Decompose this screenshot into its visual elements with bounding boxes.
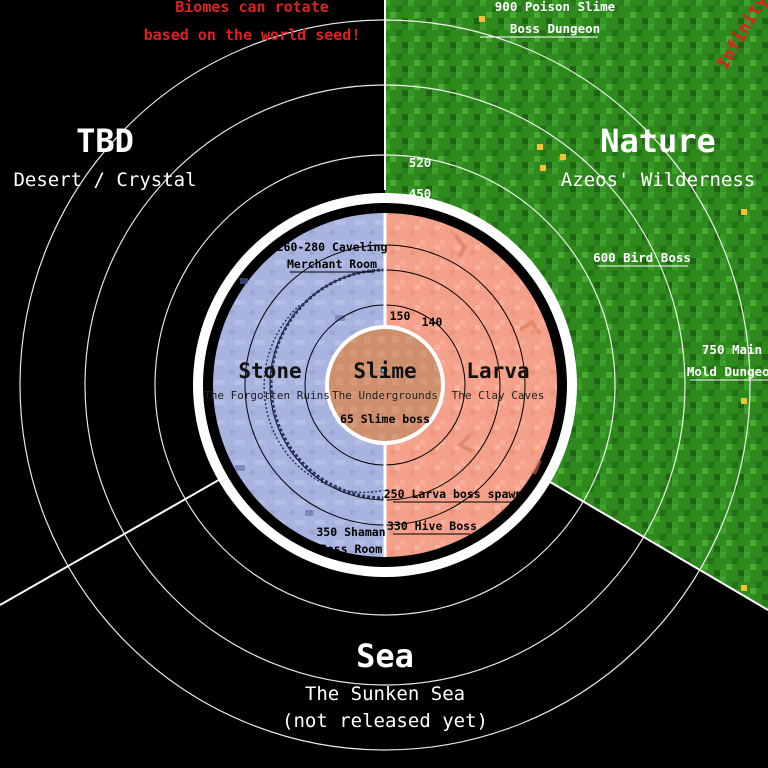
sea-note: (not released yet) xyxy=(282,710,488,732)
caveling-label-1: 260-280 Caveling xyxy=(277,240,388,254)
slime-core xyxy=(329,329,441,441)
caveling-label-2: Merchant Room xyxy=(287,257,377,271)
warning-line-1: Biomes can rotate xyxy=(175,0,329,16)
nature-sector xyxy=(385,0,768,610)
stone-path-inner xyxy=(263,304,386,494)
sea-subtitle: The Sunken Sea xyxy=(305,683,465,705)
flower-icons xyxy=(479,16,747,591)
slime-boss-label: 65 Slime boss xyxy=(340,412,430,426)
shaman-label-2: Boss Room xyxy=(320,542,382,556)
tbd-title: TBD xyxy=(76,122,134,160)
mold-label-2: Mold Dungeon xyxy=(687,364,768,379)
distance-150: 150 xyxy=(390,309,411,323)
larva-title: Larva xyxy=(466,359,529,383)
stone-half xyxy=(213,213,385,557)
nature-subtitle: Azeos' Wilderness xyxy=(561,169,755,191)
distance-140: 140 xyxy=(422,315,443,329)
poison-slime-label-2: Boss Dungeon xyxy=(510,21,600,36)
sea-title: Sea xyxy=(356,637,414,675)
stone-subtitle: The Forgotten Ruins xyxy=(204,389,330,402)
slime-title: Slime xyxy=(353,359,416,383)
mold-label-1: 750 Main xyxy=(702,342,762,357)
stone-title: Stone xyxy=(238,359,301,383)
shaman-label-1: 350 Shaman xyxy=(316,525,385,539)
hive-boss-label: 330 Hive Boss xyxy=(387,519,477,533)
slime-subtitle: The Undergrounds xyxy=(332,389,438,402)
distance-520: 520 xyxy=(409,155,432,170)
nature-title: Nature xyxy=(600,122,716,160)
poison-slime-label-1: 900 Poison Slime xyxy=(495,0,616,14)
bird-boss-label: 600 Bird Boss xyxy=(593,250,691,265)
stone-marks xyxy=(235,278,345,516)
larva-subtitle: The Clay Caves xyxy=(452,389,545,402)
clay-cracks xyxy=(453,233,542,475)
tbd-subtitle: Desert / Crystal xyxy=(13,169,196,191)
warning-line-2: based on the world seed! xyxy=(144,26,361,44)
core-icon xyxy=(380,366,388,374)
larva-half xyxy=(385,213,557,557)
distance-450: 450 xyxy=(409,186,432,201)
larva-spawn-label: 250 Larva boss spawn xyxy=(384,487,523,501)
